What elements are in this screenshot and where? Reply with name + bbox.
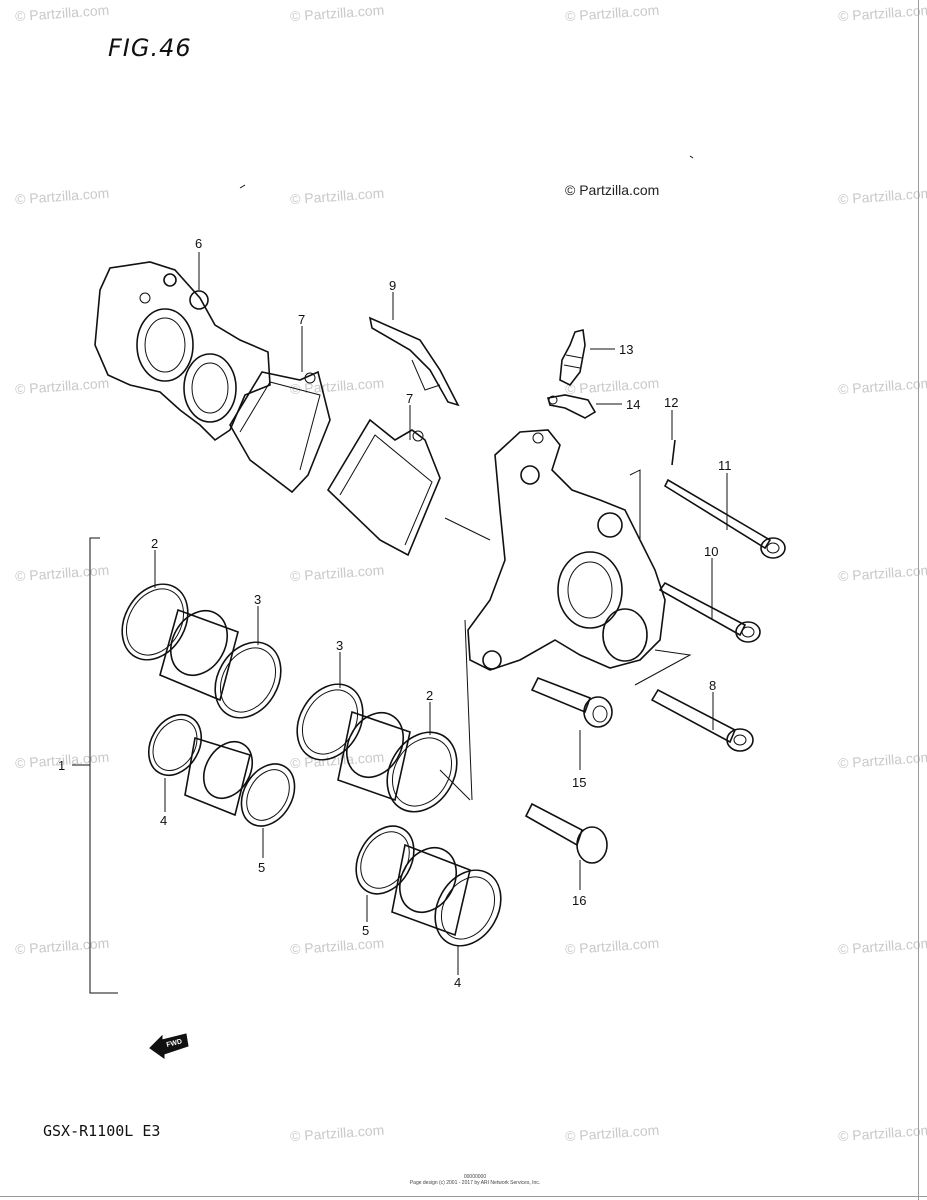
pad-spring xyxy=(368,316,460,407)
bolt-8 xyxy=(650,688,754,752)
callout-5: 5 xyxy=(258,860,265,875)
callout-3: 3 xyxy=(254,592,261,607)
callout-4: 4 xyxy=(160,813,167,828)
footer-credit: Page design (c) 2001 - 2017 by ARI Netwo… xyxy=(409,1180,541,1186)
callout-13: 13 xyxy=(619,342,633,357)
group-bracket xyxy=(89,537,118,994)
caliper-half-left xyxy=(94,261,271,442)
piston-set-lower xyxy=(355,825,502,947)
piston-set-upper-left xyxy=(121,583,282,719)
bolt-10 xyxy=(658,581,761,643)
forward-arrow-icon: FWD xyxy=(149,1033,189,1059)
brake-pad-upper xyxy=(229,370,331,494)
pad-pin-clip xyxy=(671,439,676,466)
page-footer: 00000000 Page design (c) 2001 - 2017 by … xyxy=(400,1174,550,1186)
assembly-guide-lines xyxy=(439,469,692,801)
page-border-right xyxy=(918,0,919,1200)
fwd-label: FWD xyxy=(166,1038,183,1049)
figure-title: FIG.46 xyxy=(108,34,192,62)
bolt-15 xyxy=(530,676,613,728)
copyright-notice: © Partzilla.com xyxy=(565,182,660,198)
callout-8: 8 xyxy=(709,678,716,693)
callout-12: 12 xyxy=(664,395,678,410)
caliper-half-right xyxy=(467,429,666,671)
callout-5: 5 xyxy=(362,923,369,938)
piston-set-lower-left xyxy=(147,714,296,827)
bolt-11 xyxy=(663,478,786,559)
bleeder-valve xyxy=(559,329,586,387)
page-border-bottom xyxy=(0,1196,927,1197)
brake-pad-lower xyxy=(326,418,441,557)
scan-mark xyxy=(239,184,246,189)
model-label: GSX-R1100L E3 xyxy=(43,1122,161,1140)
callout-16: 16 xyxy=(572,893,586,908)
callout-4: 4 xyxy=(454,975,461,990)
bleeder-cap xyxy=(546,394,597,419)
callout-9: 9 xyxy=(389,278,396,293)
bolt-16 xyxy=(524,802,608,864)
callout-6: 6 xyxy=(195,236,202,251)
callout-14: 14 xyxy=(626,397,640,412)
callout-3: 3 xyxy=(336,638,343,653)
callout-2: 2 xyxy=(426,688,433,703)
callout-15: 15 xyxy=(572,775,586,790)
callout-11: 11 xyxy=(718,458,732,473)
scan-mark xyxy=(689,155,694,159)
callout-7: 7 xyxy=(406,391,413,406)
callout-7: 7 xyxy=(298,312,305,327)
callout-1: 1 xyxy=(58,758,65,773)
callout-10: 10 xyxy=(704,544,718,559)
footer-code: 00000000 xyxy=(463,1174,487,1180)
callout-2: 2 xyxy=(151,536,158,551)
leader-lines xyxy=(154,252,728,975)
piston-set-middle xyxy=(296,683,458,813)
